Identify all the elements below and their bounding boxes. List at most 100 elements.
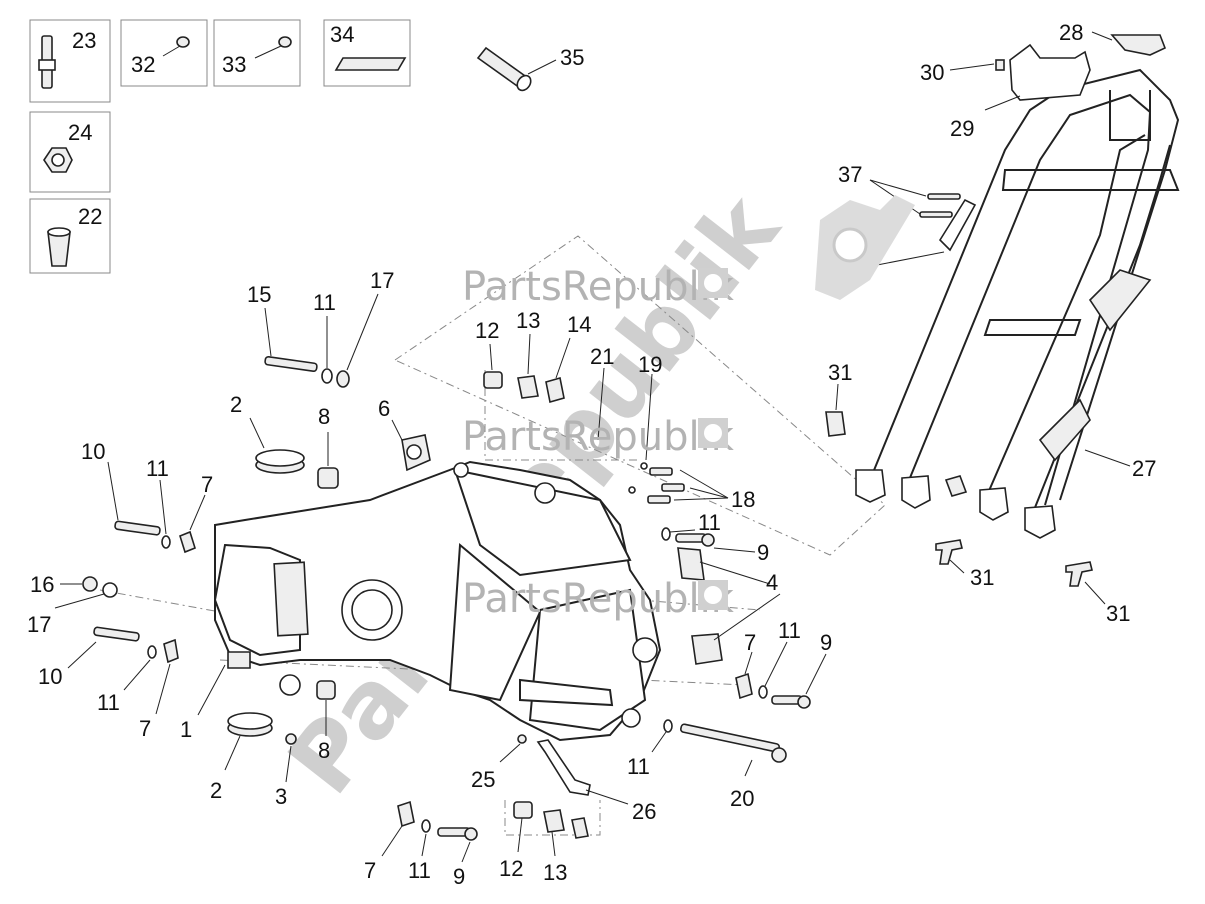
callout-23: 23 [72, 28, 96, 53]
callout-11-f: 11 [627, 754, 650, 779]
part-box-33: 33 [213, 19, 301, 87]
part-20-long-bolt: 20 11 [627, 719, 787, 811]
gear-icon [832, 227, 868, 263]
callout-11-a: 11 [146, 456, 169, 481]
parts-36-37: 37 36 [836, 162, 977, 292]
callout-26: 26 [632, 799, 656, 824]
callout-20: 20 [730, 786, 754, 811]
callout-24: 24 [68, 120, 92, 145]
parts-25-26: 25 26 [471, 734, 656, 824]
callout-14: 14 [567, 312, 591, 337]
callout-6: 6 [378, 396, 390, 421]
callout-10-upper: 10 [81, 439, 105, 464]
callout-3: 3 [275, 784, 287, 809]
callout-11-d: 11 [698, 510, 721, 535]
main-frame [213, 460, 662, 742]
callout-32: 32 [131, 52, 155, 77]
assembly-outline-rear [484, 370, 640, 461]
part-8-upper-spacer: 8 [317, 404, 339, 489]
callout-2-bottom: 2 [210, 778, 222, 803]
part-box-32: 32 [120, 19, 208, 87]
part-10-upper-bolt: 10 [81, 439, 161, 536]
callout-19: 19 [638, 352, 662, 377]
callout-7-a: 7 [201, 472, 213, 497]
callout-7-d: 7 [364, 858, 376, 883]
callout-31-b: 31 [970, 565, 994, 590]
callout-25: 25 [471, 767, 495, 792]
callout-30: 30 [920, 60, 944, 85]
part-2-bottom-bearing: 2 [210, 712, 273, 803]
callout-33: 33 [222, 52, 246, 77]
callout-2-top: 2 [230, 392, 242, 417]
callout-15: 15 [247, 282, 271, 307]
callout-28: 28 [1059, 20, 1083, 45]
part-8-lower-spacer: 8 [316, 680, 336, 763]
part-2-top-bearing: 2 [230, 392, 305, 474]
callout-31-a: 31 [828, 360, 852, 385]
assembly-outline-upper [393, 235, 886, 556]
callout-21: 21 [590, 344, 614, 369]
callout-29: 29 [950, 116, 974, 141]
part-6-plate: 6 [378, 396, 431, 472]
assembly-outline-lower [504, 800, 601, 836]
part-35-sleeve: 35 [476, 45, 584, 92]
callout-27: 27 [1132, 456, 1156, 481]
gear-icon [704, 424, 722, 442]
callout-34: 34 [330, 22, 354, 47]
watermark-text: PartsRepublik [462, 264, 735, 310]
callout-12-bottom: 12 [499, 856, 523, 881]
watermark-row-3: PartsRepublik [462, 576, 735, 622]
callout-17-top: 17 [370, 268, 394, 293]
callout-11-b: 11 [97, 690, 120, 715]
callout-7-c: 7 [744, 630, 756, 655]
callout-8-upper: 8 [318, 404, 330, 429]
callout-12-top: 12 [475, 318, 499, 343]
callout-11-g: 11 [408, 858, 431, 883]
parts-11-17-top: 11 17 [313, 268, 394, 388]
watermark-row-2: PartsRepublik [462, 414, 735, 460]
callout-18: 18 [731, 487, 755, 512]
part-box-22: 22 [29, 198, 111, 274]
callout-4: 4 [766, 570, 778, 595]
callout-9-c: 9 [820, 630, 832, 655]
parts-7-11-left: 11 7 11 7 [97, 456, 213, 741]
watermark-large-gear [815, 195, 915, 300]
callout-37: 37 [838, 162, 862, 187]
parts-31-screws: 31 31 31 [825, 360, 1130, 626]
parts-bottom-12-13: 12 13 [499, 801, 589, 885]
callout-31-c: 31 [1106, 601, 1130, 626]
parts-12-13-14-top: 12 13 14 [475, 308, 591, 404]
callout-9-upper: 9 [757, 540, 769, 565]
callout-11-e: 11 [778, 618, 801, 643]
watermark-text: PartsRepublik [462, 414, 735, 460]
gear-icon [704, 274, 722, 292]
callout-10-lower: 10 [38, 664, 62, 689]
parts-18-19-screws: 19 18 [628, 352, 755, 512]
part-box-34: 34 [323, 19, 411, 87]
parts-11-9-right-upper: 11 9 [661, 510, 769, 565]
callout-1: 1 [180, 717, 192, 742]
callout-35: 35 [560, 45, 584, 70]
part-10-lower-bolt: 10 [38, 626, 140, 689]
watermark-text: PartsRepublik [462, 576, 735, 622]
callout-7-b: 7 [139, 716, 151, 741]
callout-16: 16 [30, 572, 54, 597]
part-3-screw: 3 [275, 733, 297, 809]
callout-13-top: 13 [516, 308, 540, 333]
rear-subframe: 27 [855, 68, 1180, 539]
part-box-24: 24 [29, 111, 111, 193]
callout-8-lower: 8 [318, 738, 330, 763]
callout-22: 22 [78, 204, 102, 229]
callout-11-c: 11 [313, 290, 336, 315]
part-4-mounts: 4 [677, 547, 781, 665]
part-15-bolt: 15 [247, 282, 318, 372]
parts-28-29-30: 28 29 30 [920, 20, 1167, 141]
callout-9-b: 9 [453, 864, 465, 889]
parts-bottom-7-11-9: 7 11 9 [364, 800, 478, 889]
part-21-label: 21 [590, 344, 614, 441]
callout-17-left: 17 [27, 612, 51, 637]
parts-16-17-left: 16 17 [27, 572, 118, 637]
part-1-label: 1 [180, 664, 226, 742]
gear-icon [704, 586, 722, 604]
watermark-row-1: PartsRepublik [462, 264, 735, 310]
